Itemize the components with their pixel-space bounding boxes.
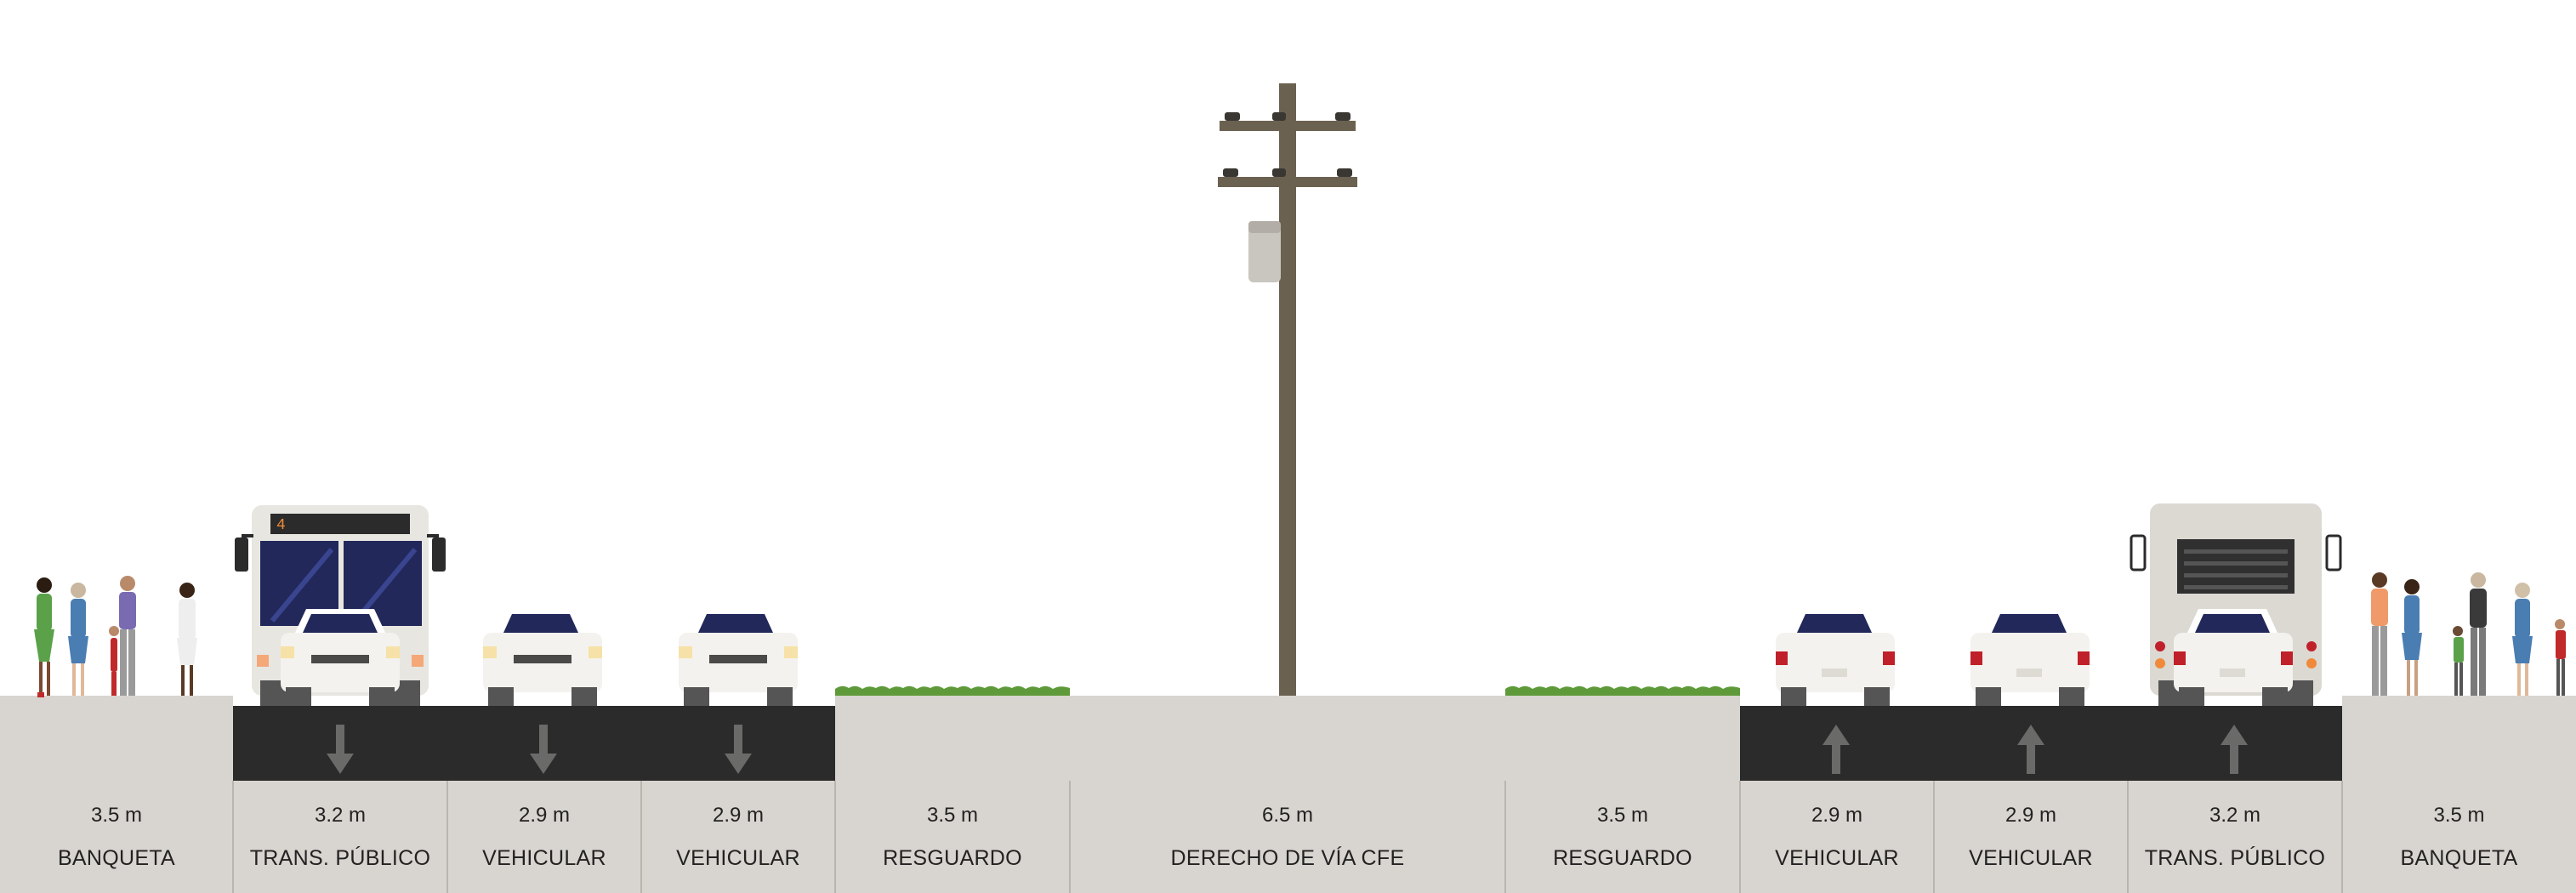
segment-bus-lane-right: 3.2 m TRANS. PÚBLICO (2128, 0, 2342, 893)
segment-cfe-right-of-way: 6.5 m DERECHO DE VÍA CFE (1070, 0, 1505, 893)
segment-width: 3.2 m (2209, 804, 2261, 827)
segment-name: DERECHO DE VÍA CFE (1170, 846, 1405, 870)
median-ground (835, 696, 1740, 893)
segment-width: 3.2 m (314, 804, 367, 827)
car-rear-icon (1776, 609, 1895, 706)
southbound-label-area (233, 781, 835, 893)
segment-divider (1504, 781, 1506, 893)
segment-divider (640, 781, 642, 893)
grass-strip-left (835, 685, 1070, 696)
segment-name: VEHICULAR (1775, 846, 1899, 870)
segment-divider (1933, 781, 1935, 893)
segment-width: 2.9 m (518, 804, 571, 827)
segment-name: TRANS. PÚBLICO (249, 846, 431, 870)
sidewalk-left-ground (0, 696, 233, 893)
car-rear-icon (2174, 609, 2293, 706)
segment-car-lane-2: 2.9 m VEHICULAR (641, 0, 835, 893)
segment-name: VEHICULAR (482, 846, 606, 870)
segment-width: 3.5 m (2433, 804, 2485, 827)
car-front-icon (483, 609, 602, 706)
segment-width: 3.5 m (926, 804, 979, 827)
segment-bus-lane-left: 3.2 m TRANS. PÚBLICO (233, 0, 447, 893)
segment-name: BANQUETA (57, 846, 176, 870)
car-rear-icon (1970, 609, 2090, 706)
segment-buffer-right: 3.5 m RESGUARDO (1505, 0, 1740, 893)
segment-name: RESGUARDO (883, 846, 1022, 870)
segment-car-lane-4: 2.9 m VEHICULAR (1934, 0, 2128, 893)
segment-divider (232, 781, 234, 893)
utility-pole-icon (1218, 83, 1357, 696)
segment-width: 6.5 m (1261, 804, 1314, 827)
sidewalk-right-ground (2342, 696, 2576, 893)
grass-strip-right (1505, 685, 1740, 696)
segment-width: 2.9 m (1811, 804, 1863, 827)
car-front-icon (281, 609, 400, 706)
northbound-label-area (1740, 781, 2342, 893)
segment-sidewalk-right: 3.5 m BANQUETA (2342, 0, 2576, 893)
segment-name: RESGUARDO (1553, 846, 1692, 870)
arrow-up-icon (1823, 725, 1850, 774)
segment-divider (2127, 781, 2129, 893)
arrow-down-icon (327, 725, 354, 774)
segment-name: VEHICULAR (676, 846, 800, 870)
segment-divider (1739, 781, 1741, 893)
arrow-down-icon (725, 725, 752, 774)
segment-width: 3.5 m (1596, 804, 1649, 827)
segment-divider (2341, 781, 2343, 893)
segment-name: TRANS. PÚBLICO (2144, 846, 2326, 870)
car-front-icon (679, 609, 798, 706)
segment-width: 3.5 m (90, 804, 143, 827)
segment-car-lane-3: 2.9 m VEHICULAR (1740, 0, 1934, 893)
segment-name: BANQUETA (2400, 846, 2518, 870)
pedestrians-left-icon (34, 576, 197, 697)
arrow-up-icon (2017, 725, 2044, 774)
segment-divider (834, 781, 836, 893)
bus-route-number: 4 (276, 517, 286, 534)
segment-buffer-left: 3.5 m RESGUARDO (835, 0, 1070, 893)
segment-divider (446, 781, 448, 893)
arrow-up-icon (2221, 725, 2248, 774)
pedestrians-right-icon (2371, 572, 2566, 696)
segment-name: VEHICULAR (1969, 846, 2093, 870)
segment-car-lane-1: 2.9 m VEHICULAR (447, 0, 641, 893)
segment-divider (1069, 781, 1071, 893)
arrow-down-icon (530, 725, 557, 774)
segment-width: 2.9 m (2005, 804, 2057, 827)
segment-width: 2.9 m (712, 804, 765, 827)
segment-sidewalk-left: 3.5 m BANQUETA (0, 0, 233, 893)
